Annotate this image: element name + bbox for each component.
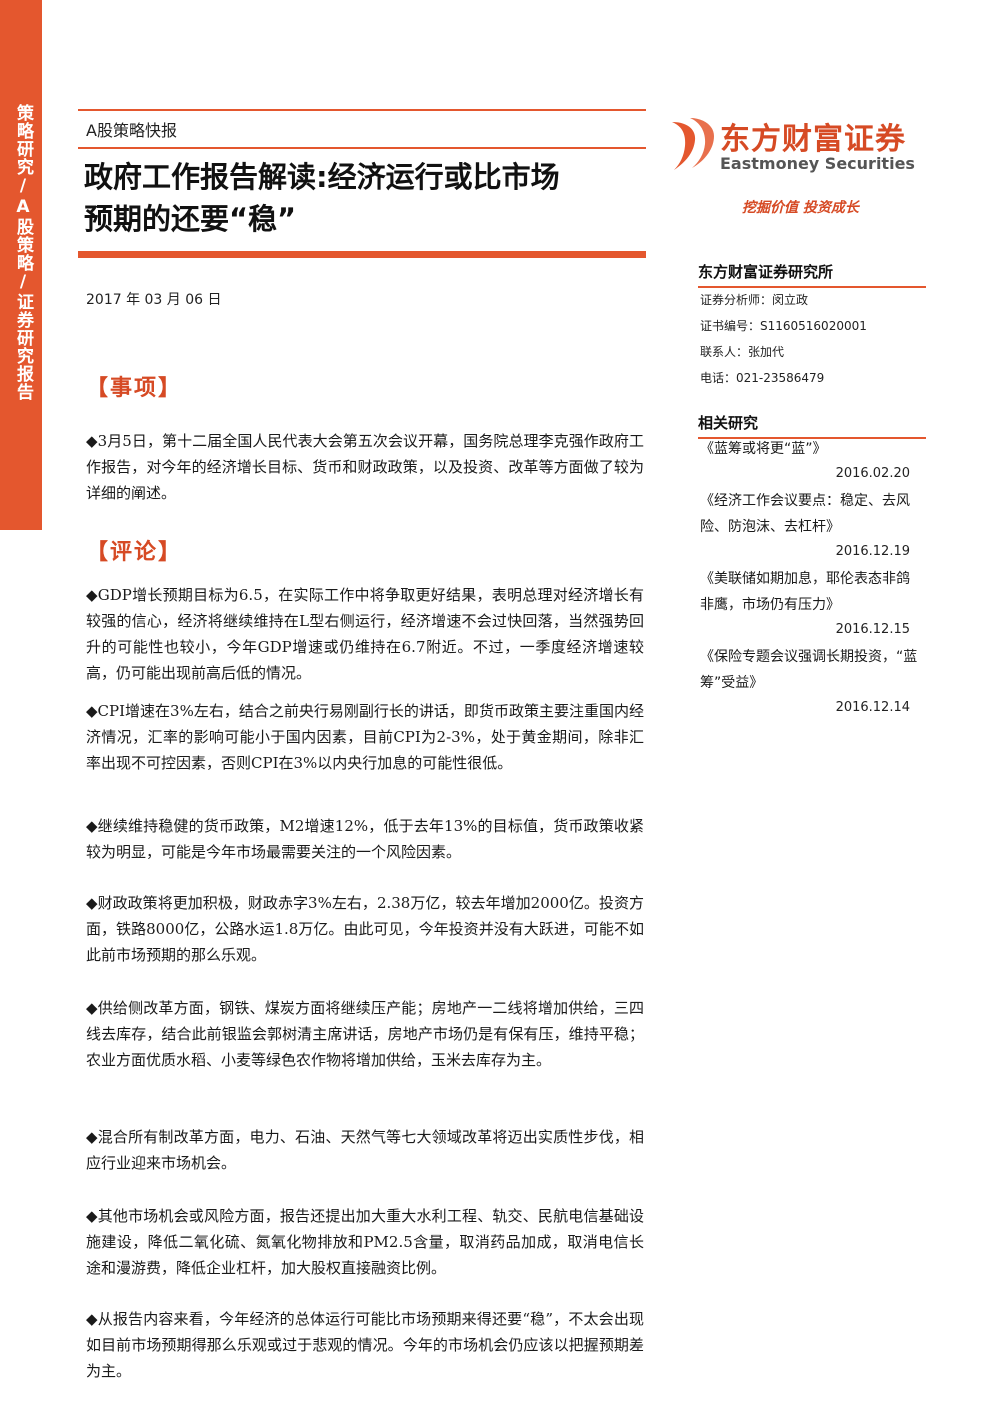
header-rule-mid bbox=[78, 147, 646, 149]
related-item-title: 《美联储如期加息，耶伦表态非鸽非鹰，市场仍有压力》 bbox=[700, 571, 910, 613]
side-bar bbox=[0, 0, 42, 530]
comment-paragraph-8: ◆从报告内容来看，今年经济的总体运行可能比市场预期来得还要“稳”，不太会出现如目… bbox=[86, 1310, 644, 1380]
report-type: A股策略快报 bbox=[86, 121, 177, 140]
comment-paragraph-3: ◆继续维持稳健的货币政策，M2增速12%，低于去年13%的目标值，货币政策收紧较… bbox=[86, 817, 644, 861]
logo-mark-icon bbox=[672, 118, 714, 170]
title-line-1: 政府工作报告解读:经济运行或比市场 bbox=[84, 160, 560, 194]
brand-logo: 东方财富证券 Eastmoney Securities bbox=[668, 112, 918, 182]
brand-name-cn: 东方财富证券 bbox=[720, 122, 906, 157]
comment-paragraph-6: ◆混合所有制改革方面，电力、石油、天然气等七大领域改革将迈出实质性步伐，相应行业… bbox=[86, 1128, 644, 1172]
brand-name-en: Eastmoney Securities bbox=[720, 154, 915, 173]
cert-line: 证书编号：S1160516020001 bbox=[700, 319, 867, 333]
institute-heading: 东方财富证券研究所 bbox=[698, 261, 926, 288]
comment-paragraph-2: ◆CPI增速在3%左右，结合之前央行易刚副行长的讲话，即货币政策主要注重国内经济… bbox=[86, 702, 644, 772]
matter-heading: 【事项】 bbox=[86, 376, 183, 401]
header-rule-top bbox=[78, 109, 646, 111]
title-line-2: 预期的还要“稳” bbox=[84, 202, 297, 236]
related-item-date: 2016.12.15 bbox=[835, 622, 910, 637]
page-title: 政府工作报告解读:经济运行或比市场 预期的还要“稳” bbox=[84, 156, 644, 240]
comment-paragraph-5: ◆供给侧改革方面，钢铁、煤炭方面将继续压产能；房地产一二线将增加供给，三四线去库… bbox=[86, 999, 644, 1069]
phone-line: 电话：021-23586479 bbox=[700, 371, 825, 385]
related-item-date: 2016.02.20 bbox=[835, 466, 910, 481]
side-category-text: 策略研究/A股策略/证券研究报告 bbox=[13, 104, 33, 401]
related-heading: 相关研究 bbox=[698, 412, 926, 439]
comment-paragraph-1: ◆GDP增长预期目标为6.5，在实际工作中将争取更好结果，表明总理对经济增长有较… bbox=[86, 586, 644, 682]
brand-slogan: 挖掘价值 投资成长 bbox=[742, 200, 859, 216]
matter-paragraph: ◆3月5日，第十二届全国人民代表大会第五次会议开幕，国务院总理李克强作政府工作报… bbox=[86, 432, 644, 502]
header-rule-bottom bbox=[78, 251, 646, 258]
related-item-title: 《保险专题会议强调长期投资，“蓝筹”受益》 bbox=[700, 649, 918, 691]
related-item-title: 《蓝筹或将更“蓝”》 bbox=[700, 441, 827, 457]
comment-paragraph-7: ◆其他市场机会或风险方面，报告还提出加大重大水利工程、轨交、民航电信基础设施建设… bbox=[86, 1207, 644, 1277]
comment-heading: 【评论】 bbox=[86, 540, 183, 565]
related-item-title: 《经济工作会议要点：稳定、去风险、防泡沫、去杠杆》 bbox=[700, 493, 910, 535]
report-date: 2017 年 03 月 06 日 bbox=[86, 292, 222, 308]
related-item-date: 2016.12.19 bbox=[835, 544, 910, 559]
related-item-date: 2016.12.14 bbox=[835, 700, 910, 715]
comment-paragraph-4: ◆财政政策将更加积极，财政赤字3%左右，2.38万亿，较去年增加2000亿。投资… bbox=[86, 894, 644, 964]
contact-line: 联系人：张加代 bbox=[700, 345, 785, 359]
analyst-line: 证券分析师：闵立政 bbox=[700, 293, 809, 307]
